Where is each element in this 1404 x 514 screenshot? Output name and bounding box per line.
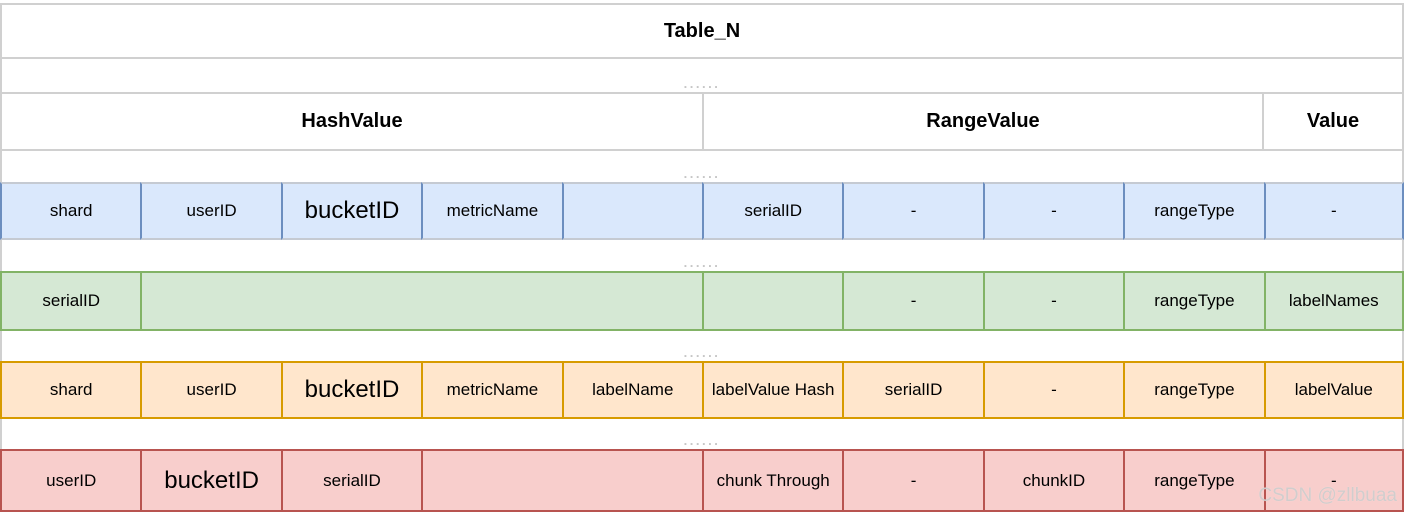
column-header-value: Value bbox=[1262, 94, 1402, 149]
ellipsis-icon: ...... bbox=[683, 76, 721, 91]
table-cell: rangeType bbox=[1123, 361, 1264, 419]
table-cell: rangeType bbox=[1123, 271, 1264, 331]
table-cell: labelValue Hash bbox=[701, 361, 843, 419]
table-cell: - bbox=[982, 182, 1124, 240]
table-cell: shard bbox=[0, 182, 141, 240]
column-header-hashvalue: HashValue bbox=[301, 110, 403, 132]
table-cell: bucketID bbox=[280, 182, 422, 240]
separator-band: ...... bbox=[0, 331, 1404, 361]
separator-band: ...... bbox=[0, 419, 1404, 449]
table-cell: labelName bbox=[561, 361, 702, 419]
table-cell: - bbox=[842, 449, 983, 512]
table-cell: chunk Through bbox=[701, 449, 843, 512]
table-cell: userID bbox=[140, 182, 281, 240]
table-cell: metricName bbox=[421, 361, 562, 419]
column-header-rangevalue: RangeValue bbox=[702, 94, 1262, 149]
table-cell bbox=[702, 271, 843, 331]
table-cell: chunkID bbox=[982, 449, 1124, 512]
table-title-row: Table_N bbox=[0, 3, 1404, 59]
table-cell: bucketID bbox=[280, 361, 422, 419]
table-cell: serialID bbox=[842, 361, 983, 419]
table-cell: serialID bbox=[280, 449, 422, 512]
table-cell: - bbox=[982, 361, 1124, 419]
table-cell bbox=[421, 449, 702, 512]
table-cell: rangeType bbox=[1123, 449, 1264, 512]
ellipsis-icon: ...... bbox=[683, 166, 721, 181]
table-cell: labelValue bbox=[1263, 361, 1404, 419]
ellipsis-icon: ...... bbox=[683, 255, 721, 270]
separator-band: ...... bbox=[0, 240, 1404, 271]
table-cell: - bbox=[842, 182, 983, 240]
table-cell: - bbox=[982, 271, 1124, 331]
table-title: Table_N bbox=[663, 19, 741, 42]
table-cell: - bbox=[1263, 182, 1404, 240]
table-cell bbox=[561, 182, 702, 240]
separator-band: ...... bbox=[0, 59, 1404, 92]
table-cell bbox=[140, 271, 702, 331]
ellipsis-icon: ...... bbox=[683, 433, 721, 448]
table-cell: userID bbox=[140, 361, 281, 419]
table-cell: metricName bbox=[421, 182, 562, 240]
separator-band: ...... bbox=[0, 151, 1404, 182]
table-cell: rangeType bbox=[1123, 182, 1264, 240]
table-cell: - bbox=[1263, 449, 1404, 512]
table-cell: shard bbox=[0, 361, 141, 419]
table-cell: userID bbox=[0, 449, 141, 512]
table-cell: labelNames bbox=[1263, 271, 1404, 331]
table-cell: serialID bbox=[701, 182, 843, 240]
table-cell: serialID bbox=[0, 271, 141, 331]
ellipsis-icon: ...... bbox=[683, 345, 721, 360]
table-cell: bucketID bbox=[140, 449, 281, 512]
table-cell: - bbox=[842, 271, 983, 331]
